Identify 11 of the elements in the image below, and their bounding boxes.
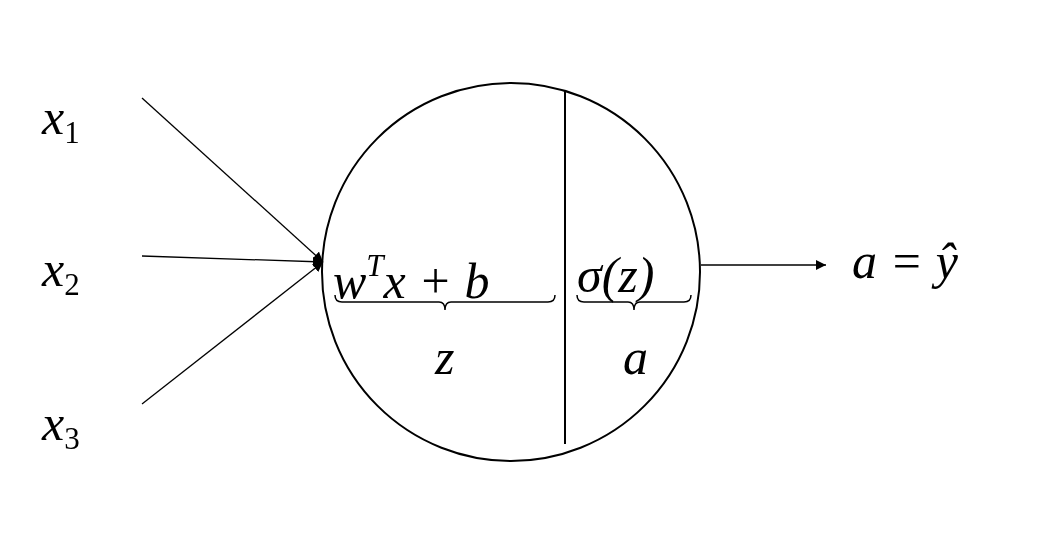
- input-label: x$_{1}$: [42, 92, 80, 149]
- arrow: [141, 261, 324, 405]
- brace-label: a: [623, 332, 648, 382]
- brace-label: z: [435, 332, 455, 382]
- math-expression: w$^{T}$x + b: [333, 250, 490, 306]
- input-label: x$_{3}$: [42, 398, 80, 455]
- input-label: x$_{2}$: [42, 244, 80, 301]
- arrow: [141, 97, 324, 263]
- arrow: [700, 260, 827, 270]
- arrow: [141, 255, 324, 267]
- neuron-circle: [321, 82, 701, 462]
